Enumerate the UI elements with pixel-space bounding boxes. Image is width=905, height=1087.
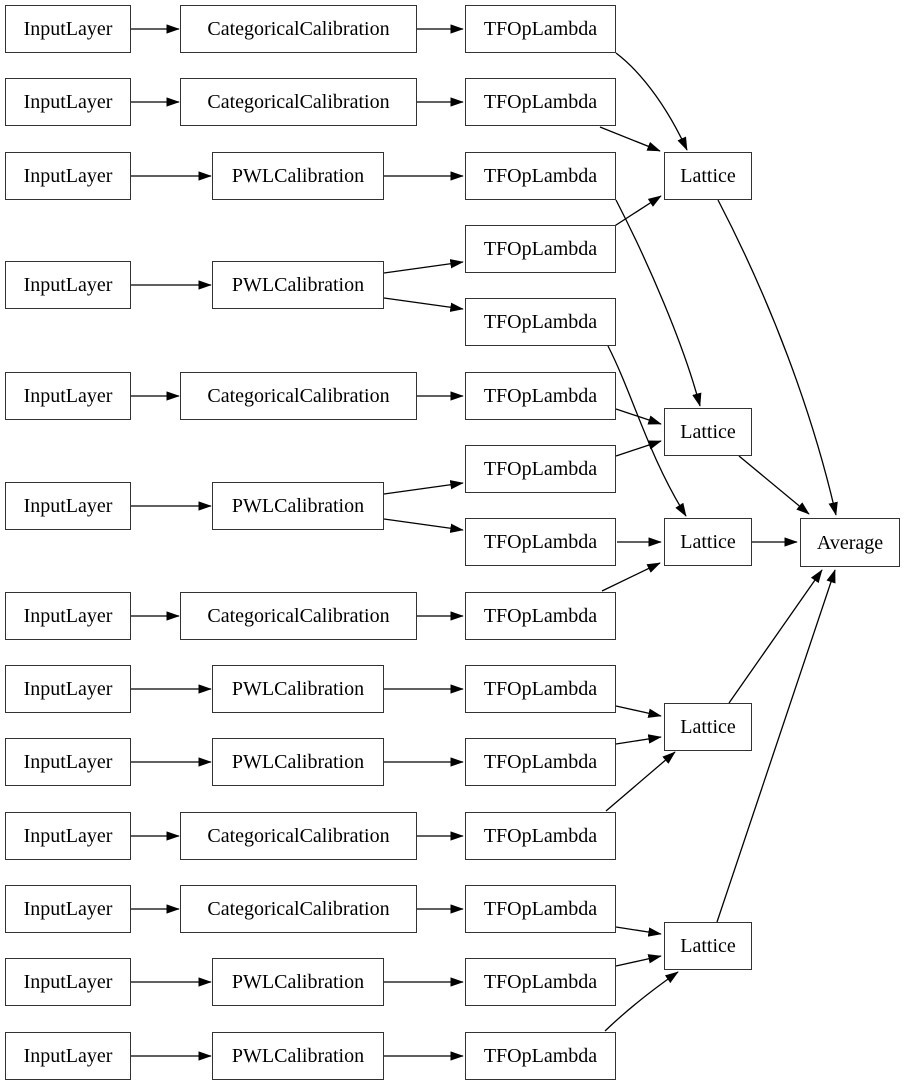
node-c3: PWLCalibration (212, 152, 384, 200)
node-t6: TFOpLambda (465, 372, 616, 420)
edge-t2-lat1 (599, 126, 661, 152)
node-t8: TFOpLambda (465, 518, 616, 566)
edge-lat1-avg (717, 199, 838, 516)
node-t11: TFOpLambda (465, 738, 616, 786)
node-t10: TFOpLambda (465, 665, 616, 713)
node-t3: TFOpLambda (465, 152, 616, 200)
node-c13: PWLCalibration (212, 1032, 384, 1080)
node-in11: InputLayer (5, 885, 131, 933)
node-t4: TFOpLambda (465, 225, 616, 273)
node-in1: InputLayer (5, 5, 131, 53)
node-in13: InputLayer (5, 1032, 131, 1080)
edge-lat4-avg (728, 569, 823, 704)
node-c11: CategoricalCalibration (180, 885, 417, 933)
node-c9: PWLCalibration (212, 738, 384, 786)
node-c8: PWLCalibration (212, 665, 384, 713)
edge-t3-lat2 (615, 199, 702, 407)
node-c12: PWLCalibration (212, 958, 384, 1006)
edge-t11-lat4 (615, 734, 662, 745)
node-t2: TFOpLambda (465, 78, 616, 126)
node-in8: InputLayer (5, 665, 131, 713)
node-lat2: Lattice (664, 408, 752, 456)
node-in5: InputLayer (5, 372, 131, 420)
node-t13: TFOpLambda (465, 885, 616, 933)
edge-lat2-avg (738, 455, 810, 515)
edge-t12-lat4 (605, 751, 676, 812)
node-c7: CategoricalCalibration (180, 592, 417, 640)
node-c6: PWLCalibration (212, 482, 384, 530)
edge-c6-t8 (383, 518, 464, 533)
edge-t1-lat1 (615, 52, 688, 151)
node-c1: CategoricalCalibration (180, 5, 417, 53)
node-avg: Average (800, 518, 900, 567)
node-lat1: Lattice (664, 152, 752, 200)
edge-c4-t5 (383, 297, 464, 312)
node-in10: InputLayer (5, 812, 131, 860)
node-lat3: Lattice (664, 518, 752, 566)
node-t7: TFOpLambda (465, 445, 616, 493)
node-t15: TFOpLambda (465, 1032, 616, 1080)
node-c2: CategoricalCalibration (180, 78, 417, 126)
node-t12: TFOpLambda (465, 812, 616, 860)
edge-lat5-avg (716, 569, 836, 923)
edge-t9-lat3 (601, 562, 661, 592)
node-in4: InputLayer (5, 261, 131, 309)
node-t5: TFOpLambda (465, 298, 616, 346)
node-in3: InputLayer (5, 152, 131, 200)
node-c5: CategoricalCalibration (180, 372, 417, 420)
edge-t14-lat5 (615, 954, 662, 967)
node-in2: InputLayer (5, 78, 131, 126)
node-in6: InputLayer (5, 482, 131, 530)
node-c4: PWLCalibration (212, 261, 384, 309)
node-t9: TFOpLambda (465, 592, 616, 640)
node-t14: TFOpLambda (465, 958, 616, 1006)
edge-c6-t7 (383, 480, 464, 495)
node-t1: TFOpLambda (465, 5, 616, 53)
node-c10: CategoricalCalibration (180, 812, 417, 860)
edge-c4-t4 (383, 259, 464, 274)
edge-t5-lat3 (607, 345, 687, 517)
node-in12: InputLayer (5, 958, 131, 1006)
edge-t4-lat1 (612, 195, 662, 228)
edge-t13-lat5 (615, 926, 662, 937)
edge-t15-lat5 (604, 971, 679, 1032)
node-lat5: Lattice (664, 922, 752, 970)
edge-t7-lat2 (615, 440, 662, 457)
node-in9: InputLayer (5, 738, 131, 786)
edge-t10-lat4 (615, 705, 662, 718)
node-lat4: Lattice (664, 703, 752, 751)
node-in7: InputLayer (5, 592, 131, 640)
